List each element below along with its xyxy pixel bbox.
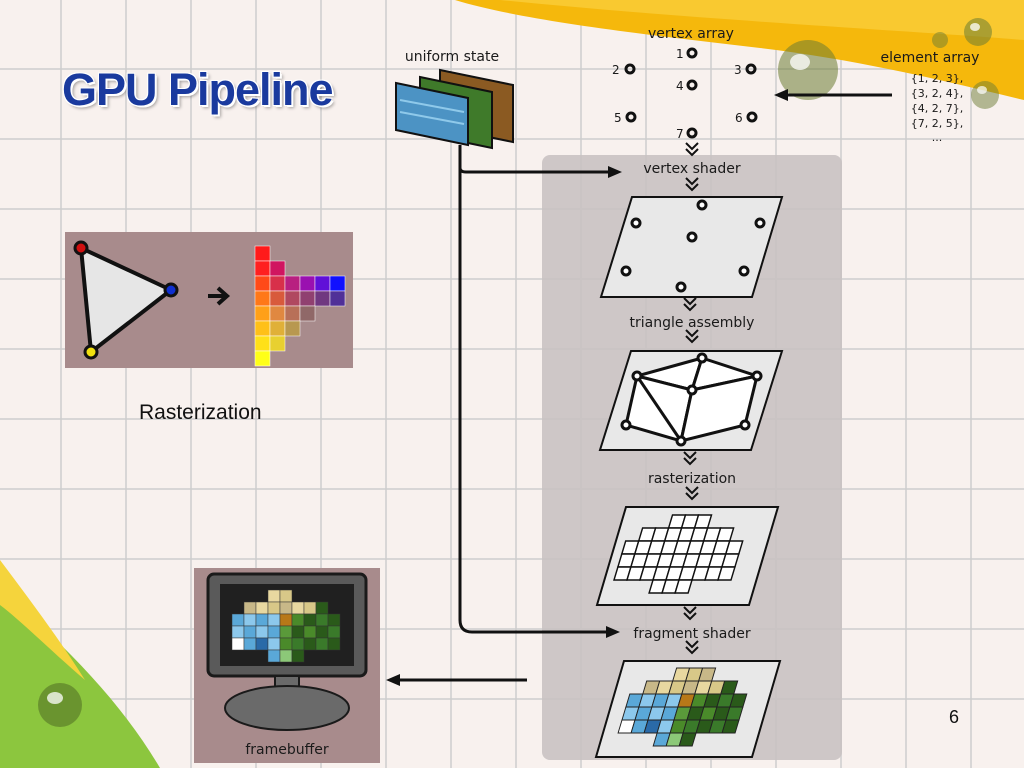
rasterization-diagram [73,240,346,367]
uniform-state-textures [395,68,514,150]
chevron-down-icon [685,142,699,157]
vertex-index-5: 5 [614,111,622,125]
shaded-fragment-cell [721,719,740,734]
vertex-index-4: 4 [676,79,684,93]
pipeline-band [542,155,842,760]
texture-water [395,81,469,147]
top-highlight-swoosh [500,0,1024,40]
chevron-down-icon [683,451,697,466]
element-array-entry: {3, 2, 4}, [911,87,963,100]
vertex-index-3: 3 [734,63,742,77]
raster-pixel [269,335,286,352]
vertex-shader-plane [599,196,784,298]
raster-pixel [284,320,301,337]
bottom-yellow-swoosh [0,560,85,680]
chevron-down-icon [685,486,699,501]
monitor-stand [224,685,350,731]
vertex-index-2: 2 [612,63,620,77]
rasterization-caption: Rasterization [139,401,262,424]
fragment-grid [613,514,744,594]
fragment-cell [674,579,693,594]
framebuffer-image-pixels [231,589,341,663]
vertex-array-label: vertex array [648,26,734,42]
framebuffer-pixel [291,649,305,663]
raster-pixel [329,290,346,307]
chevron-down-icon [683,606,697,621]
rasterized-pixel-grid [254,245,346,367]
element-array-entry: ... [932,131,943,144]
framebuffer-panel: framebuffer [194,568,380,763]
raster-pixel [299,305,316,322]
blue-vertex [163,282,179,298]
element-array-entry: {7, 2, 5}, [911,117,963,130]
droplet-decoration [38,18,999,727]
chevron-down-icon [685,640,699,655]
uniform-to-fragment-shader-line [458,168,608,634]
element-array-label: element array [881,50,980,66]
vertex-array-list: 1 2 3 4 5 6 7 [612,47,758,141]
slide-title: GPU Pipeline [62,64,334,115]
shaded-fragment-grid [617,667,748,747]
stage-label-rasterization: rasterization [648,471,736,487]
uniform-state-label: uniform state [405,49,499,65]
stage-label-triangle-assembly: triangle assembly [630,315,755,331]
chevron-down-icon [685,329,699,344]
vertex-index-6: 6 [735,111,743,125]
chevron-down-icon [685,177,699,192]
right-arrow-icon [208,286,231,306]
yellow-vertex [83,344,99,360]
raster-pixel [254,350,271,367]
fragment-cell [717,566,736,581]
page-number: 6 [949,707,960,727]
vertex-index-7: 7 [676,127,684,141]
triangle-shape [78,244,175,356]
shaded-fragment-cell [678,732,697,747]
stage-label-fragment-shader: fragment shader [633,626,750,642]
framebuffer-label: framebuffer [245,742,329,758]
element-array-entry: {4, 2, 7}, [911,102,963,115]
transformed-vertices [620,199,766,293]
rasterization-figure [65,232,353,368]
framebuffer-monitor: framebuffer [206,572,368,758]
element-array-entry: {1, 2, 3}, [911,72,963,85]
framebuffer-pixel [327,637,341,651]
element-array-list: {1, 2, 3}, {3, 2, 4}, {4, 2, 7}, {7, 2, … [911,72,963,144]
red-vertex [73,240,89,256]
chevron-down-icon [683,297,697,312]
vertex-index-1: 1 [676,47,684,61]
stage-label-vertex-shader: vertex shader [643,161,740,177]
